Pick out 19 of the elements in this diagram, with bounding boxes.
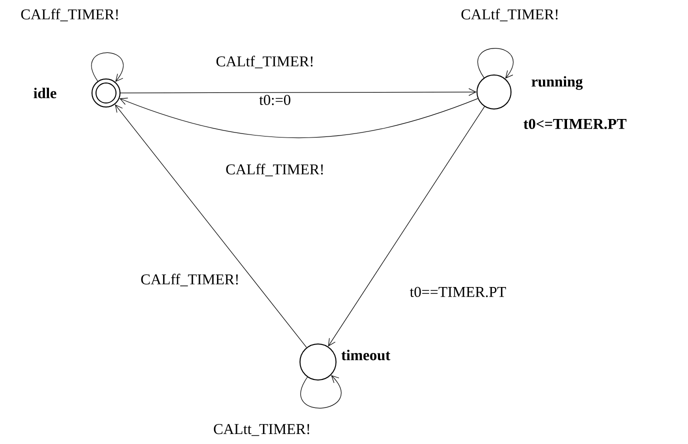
state-name: timeout bbox=[341, 350, 390, 360]
arrow bbox=[120, 88, 476, 96]
edge-label: CALtf_TIMER! bbox=[214, 54, 316, 70]
arrow bbox=[119, 98, 478, 138]
self-loop-arrow bbox=[300, 375, 342, 408]
state-name: idle bbox=[34, 88, 56, 98]
self-loop-arrow bbox=[91, 52, 124, 82]
edge-label: t0==TIMER.PT bbox=[408, 286, 508, 298]
update-label: t0:=0 bbox=[258, 94, 292, 106]
invariant-label: t0<=TIMER.PT bbox=[524, 118, 626, 130]
edge-label: CALtt_TIMER! bbox=[212, 423, 312, 437]
edge-label: CALff_TIMER! bbox=[20, 8, 120, 22]
edge-label: CALff_TIMER! bbox=[224, 162, 326, 178]
arrow bbox=[114, 104, 307, 348]
state-name: running bbox=[532, 76, 583, 90]
edge-label: CALff_TIMER! bbox=[140, 272, 240, 288]
self-loop-arrow bbox=[478, 48, 514, 79]
edge-label: CALtf_TIMER! bbox=[460, 8, 560, 22]
arrow bbox=[328, 106, 485, 346]
